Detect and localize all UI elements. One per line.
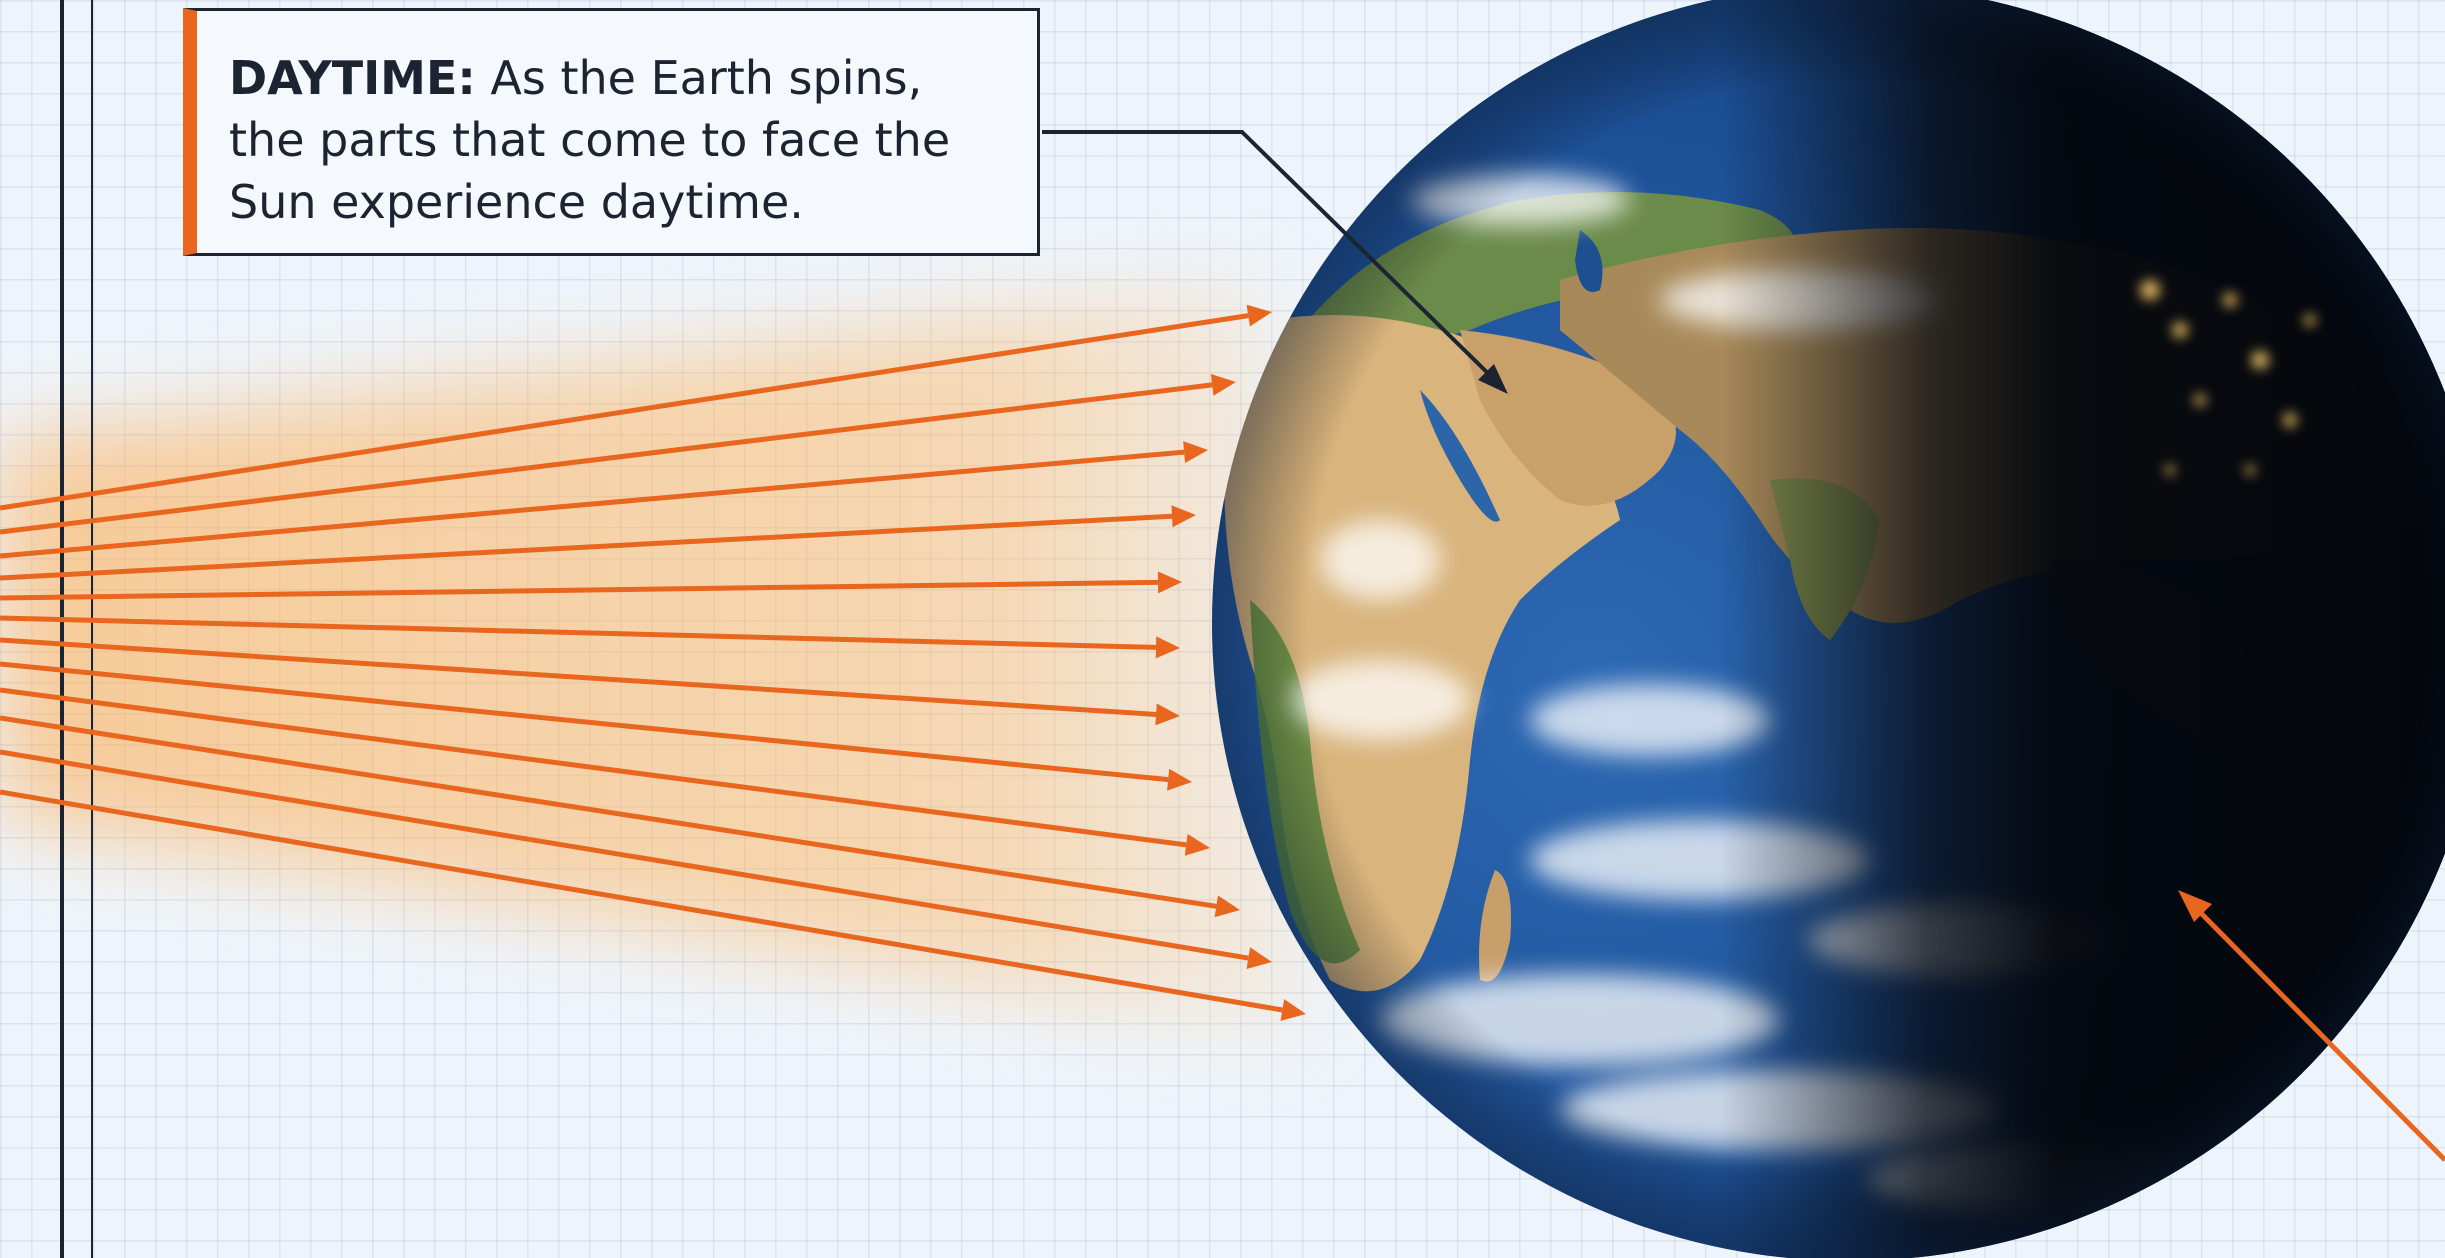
sun-ray-arrowhead	[1155, 703, 1180, 726]
sun-ray-arrowhead	[1214, 895, 1240, 918]
arrow-pointer-icon	[2178, 890, 2212, 922]
sun-ray-arrowhead	[1246, 304, 1272, 327]
sun-ray-arrowhead	[1167, 768, 1192, 791]
sun-rays	[0, 304, 1306, 1021]
arrow-pointer-icon	[1478, 364, 1508, 394]
earth-limb	[1212, 0, 2445, 1258]
sun-ray	[0, 715, 1217, 909]
sun-ray-arrowhead	[1184, 833, 1210, 856]
sun-ray	[0, 382, 1213, 535]
sun-ray	[0, 789, 1283, 1013]
sun-ray-arrowhead	[1210, 373, 1236, 396]
sun-ray-arrowhead	[1183, 441, 1208, 464]
sun-ray-arrowhead	[1171, 505, 1196, 528]
sun-ray	[0, 749, 1249, 961]
sun-ray	[0, 313, 1249, 511]
sun-ray	[0, 579, 1159, 601]
daytime-callout: DAYTIME: As the Earth spins, the parts t…	[183, 8, 1040, 256]
earth-globe	[1212, 0, 2445, 1258]
sun-ray-arrowhead	[1280, 999, 1306, 1021]
sun-ray-arrowhead	[1155, 636, 1180, 659]
callout-body: As the Earth spins, the parts that come …	[229, 51, 951, 229]
nighttime-pointer-line	[2186, 898, 2445, 1162]
sun-ray	[0, 513, 1173, 581]
sun-ray-arrowhead	[1157, 571, 1182, 594]
sun-ray	[0, 661, 1169, 783]
sun-ray	[0, 687, 1187, 848]
sun-ray-arrowhead	[1246, 947, 1272, 969]
sun-ray	[0, 449, 1185, 559]
callout-heading: DAYTIME:	[229, 51, 476, 105]
sun-ray	[0, 615, 1157, 650]
daytime-pointer-line	[1042, 130, 1504, 389]
sun-ray	[0, 637, 1157, 717]
